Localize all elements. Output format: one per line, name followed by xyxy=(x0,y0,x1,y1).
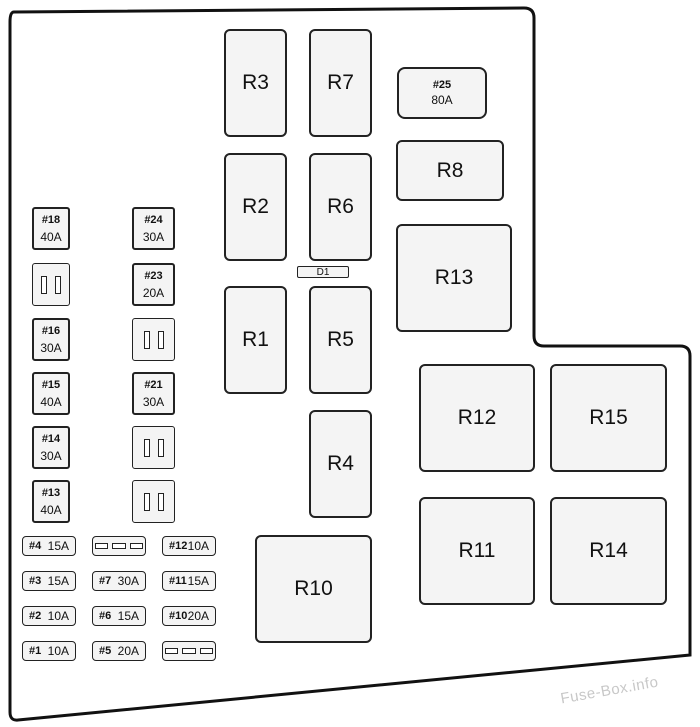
fuse-number: #25 xyxy=(432,79,452,91)
relay-label: R2 xyxy=(242,195,269,218)
fuse-amps: 15A xyxy=(47,574,69,588)
relay-label: R7 xyxy=(327,71,354,94)
fuse-6: #6 15A xyxy=(92,606,146,626)
fuse-number: #10 xyxy=(169,610,188,622)
relay-r2: R2 xyxy=(224,153,287,261)
relay-r7: R7 xyxy=(309,29,372,137)
relay-r11: R11 xyxy=(419,497,535,605)
empty-fuse-slot xyxy=(32,263,70,306)
relay-r15: R15 xyxy=(550,364,667,472)
relay-label: R1 xyxy=(242,328,269,351)
relay-label: R6 xyxy=(327,195,354,218)
relay-r12: R12 xyxy=(419,364,535,472)
relay-r5: R5 xyxy=(309,286,372,394)
relay-label: R13 xyxy=(434,266,474,289)
fuse-amps: 40A xyxy=(40,394,62,409)
relay-label: R10 xyxy=(294,577,333,600)
relay-label: R14 xyxy=(589,539,628,562)
fuse-amps: 30A xyxy=(40,340,62,355)
relay-r13: R13 xyxy=(396,224,512,332)
fuse-25: #25 80A xyxy=(397,67,487,119)
fuse-number: #1 xyxy=(29,645,42,657)
relay-r1: R1 xyxy=(224,286,287,394)
relay-label: R3 xyxy=(242,71,269,94)
fuse-7: #7 30A xyxy=(92,571,146,591)
fuse-number: #7 xyxy=(99,575,112,587)
fuse-number: #18 xyxy=(41,213,61,226)
fuse-number: #21 xyxy=(144,378,163,391)
fuse-amps: 15A xyxy=(187,574,209,588)
empty-mini-fuse-slot xyxy=(162,641,216,661)
fuse-number: #14 xyxy=(41,432,61,445)
relay-label: R11 xyxy=(458,539,496,562)
relay-r10: R10 xyxy=(255,535,372,643)
fuse-number: #12 xyxy=(169,540,188,552)
relay-r4: R4 xyxy=(309,410,372,518)
diode-label: D1 xyxy=(316,266,330,278)
relay-r6: R6 xyxy=(309,153,372,261)
fuse-1: #1 10A xyxy=(22,641,76,661)
fuse-amps: 20A xyxy=(142,285,165,300)
relay-label: R4 xyxy=(327,452,354,475)
relay-r3: R3 xyxy=(224,29,287,137)
fuse-amps: 10A xyxy=(47,609,69,623)
fuse-amps: 40A xyxy=(40,229,62,244)
fuse-4: #4 15A xyxy=(22,536,76,556)
diode-d1: D1 xyxy=(297,266,349,278)
relay-label: R5 xyxy=(327,328,354,351)
fuse-amps: 20A xyxy=(117,644,139,658)
fuse-number: #5 xyxy=(99,645,112,657)
fuse-number: #2 xyxy=(29,610,42,622)
fuse-2: #2 10A xyxy=(22,606,76,626)
fuse-amps: 30A xyxy=(142,229,165,244)
empty-fuse-slot xyxy=(132,318,175,361)
fuse-amps: 30A xyxy=(40,448,62,463)
fuse-number: #11 xyxy=(169,575,187,587)
fuse-number: #3 xyxy=(29,575,42,587)
fuse-number: #16 xyxy=(41,324,61,337)
fuse-number: #13 xyxy=(41,486,61,499)
relay-label: R15 xyxy=(589,406,628,429)
fuse-amps: 40A xyxy=(40,502,62,517)
fuse-number: #15 xyxy=(41,378,61,391)
fuse-amps: 30A xyxy=(142,394,165,409)
relay-label: R12 xyxy=(457,406,497,429)
fuse-3: #3 15A xyxy=(22,571,76,591)
relay-r8: R8 xyxy=(396,140,504,201)
fuse-5: #5 20A xyxy=(92,641,146,661)
empty-fuse-slot xyxy=(132,480,175,523)
fuse-amps: 15A xyxy=(47,539,69,553)
relay-label: R8 xyxy=(436,158,464,182)
fuse-number: #24 xyxy=(144,213,163,226)
fuse-amps: 30A xyxy=(117,574,139,588)
fuse-amps: 15A xyxy=(117,609,139,623)
fuse-amps: 10A xyxy=(187,539,209,553)
fuse-number: #4 xyxy=(29,540,42,552)
relay-r14: R14 xyxy=(550,497,667,605)
fuse-number: #23 xyxy=(144,269,163,282)
fuse-amps: 80A xyxy=(431,93,453,107)
fuse-amps: 20A xyxy=(187,609,209,623)
fuse-number: #6 xyxy=(99,610,112,622)
empty-mini-fuse-slot xyxy=(92,536,146,556)
empty-fuse-slot xyxy=(132,426,175,469)
fuse-amps: 10A xyxy=(47,644,69,658)
